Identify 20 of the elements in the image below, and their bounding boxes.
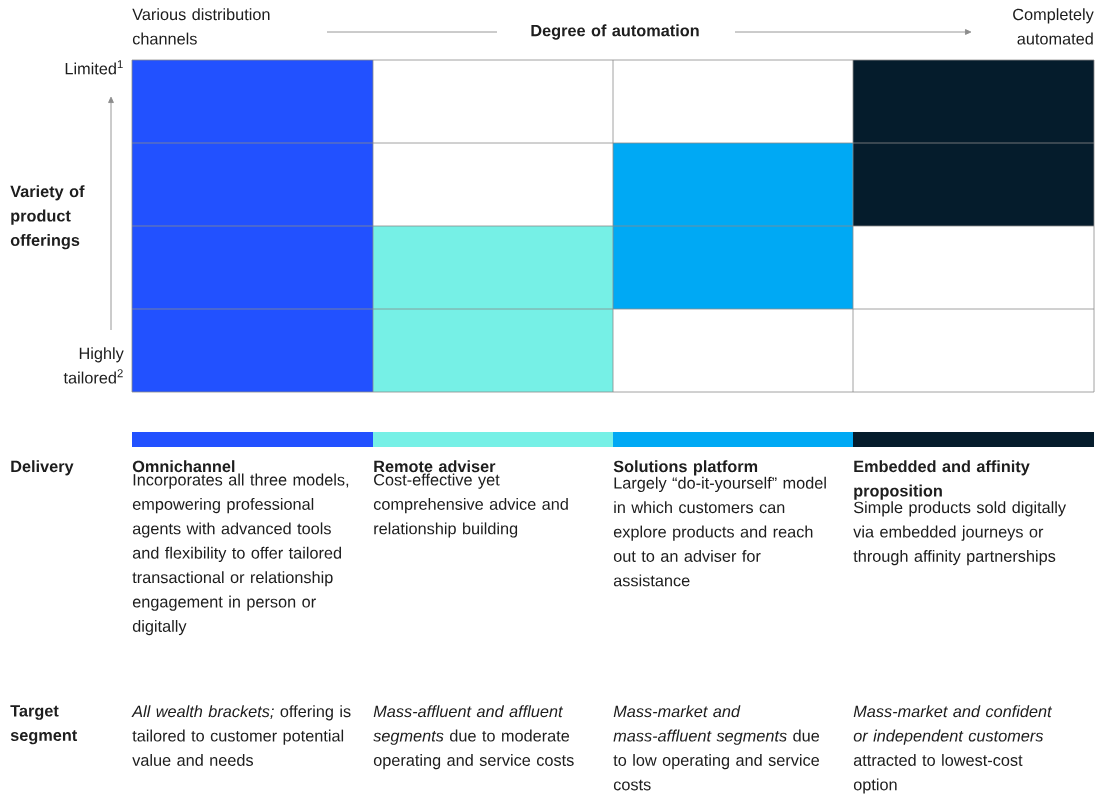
column-heading: Remote adviser xyxy=(374,460,496,473)
segment-text: All wealth brackets; offering is tailored to customer potential value and needs xyxy=(131,705,351,766)
axis-label: Various distribution channels xyxy=(132,8,270,45)
axis-label: Limited$^{1}$ xyxy=(65,60,123,75)
column-heading: Embedded and affinity proposition xyxy=(854,460,1030,500)
row-label: Target segment xyxy=(10,705,77,745)
description-text: Largely “do-it-yourself” model in which customers can explore products and reach out to an adviser for assistance xyxy=(613,476,826,587)
description-text: Cost-effective yet comprehensive advice and relationship building xyxy=(373,473,568,538)
description-text: Simple products sold digitally via embedded journeys or through affinity partnerships xyxy=(853,501,1066,566)
description-text: Incorporates all three models, empowering professional agents with advanced tools and flexibility to offer tailored transactional or relationship engagement in person or digitally xyxy=(132,473,349,636)
axis-label: Completely automated xyxy=(1013,8,1094,45)
column-heading: Omnichannel xyxy=(132,460,235,473)
segment-text: Mass-market and mass-affluent segments due to low operating and service costs xyxy=(613,705,820,791)
segment-text: Mass-market and confident or independent customers attracted to lowest-cost option xyxy=(853,705,1053,794)
axis-label: Highly tailored$^{2}$ xyxy=(63,347,124,384)
axis-label: Variety of product offerings xyxy=(10,185,85,250)
axis-label: Degree of automation xyxy=(531,24,699,40)
row-label: Delivery xyxy=(11,460,74,476)
column-heading: Solutions platform xyxy=(613,460,758,476)
segment-text: Mass-affluent and affluent segments due to moderate operating and service costs xyxy=(373,705,574,770)
